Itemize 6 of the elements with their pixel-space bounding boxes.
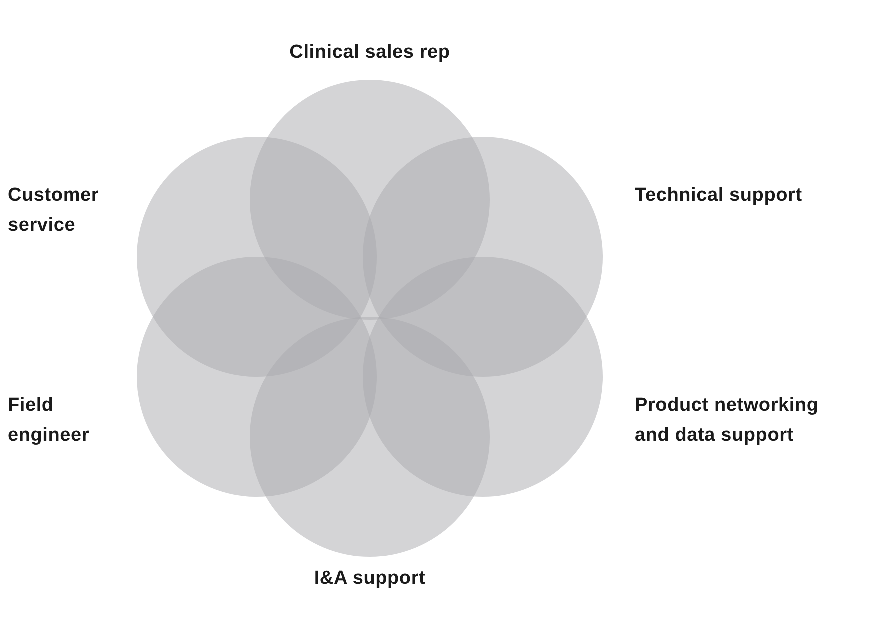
circle-label: Clinical sales rep (288, 41, 452, 65)
circle-label: Technical support (635, 184, 804, 208)
circle-label: Field engineer (8, 394, 91, 448)
circle-label: Product networking and data support (635, 394, 820, 448)
circle-label: I&A support (313, 567, 427, 591)
circle-label: Customer service (8, 184, 100, 238)
